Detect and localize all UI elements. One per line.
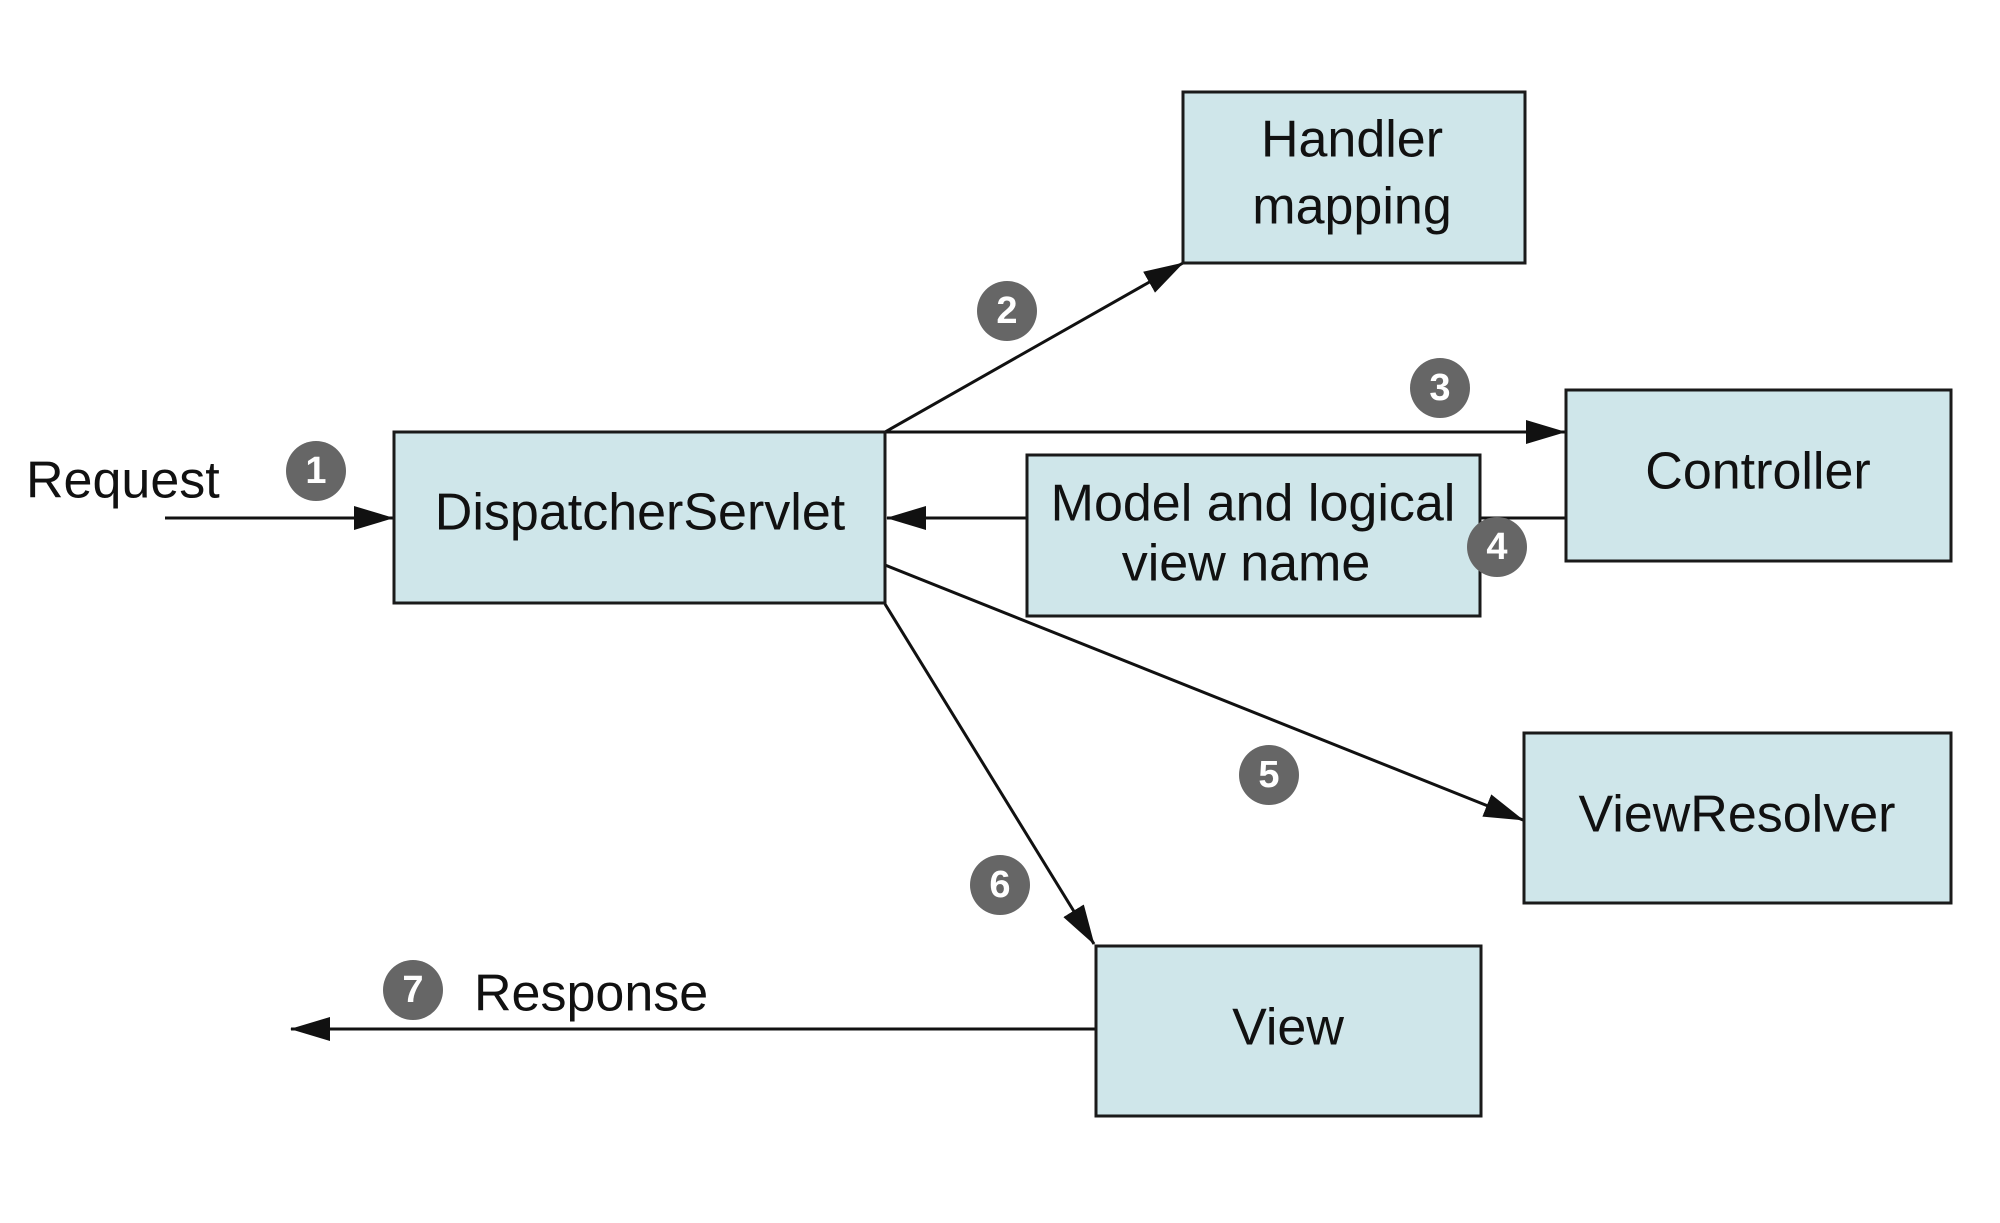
svg-text:3: 3 bbox=[1429, 367, 1450, 409]
view-label: View bbox=[1232, 999, 1344, 1057]
step-1-badge: 1 bbox=[286, 441, 346, 501]
step-2-badge: 2 bbox=[977, 281, 1037, 341]
handler-mapping-line1: Handler bbox=[1261, 111, 1443, 169]
model-view-line2: view name bbox=[1122, 535, 1371, 593]
handler-mapping-box: Handler mapping bbox=[1181, 90, 1527, 265]
view-box: View bbox=[1094, 944, 1483, 1118]
step-4-badge: 4 bbox=[1467, 517, 1527, 577]
view-resolver-arrow bbox=[884, 563, 1524, 822]
step-6-badge: 6 bbox=[970, 855, 1030, 915]
dispatcher-servlet-label: DispatcherServlet bbox=[435, 484, 846, 542]
step-3-badge: 3 bbox=[1410, 358, 1470, 418]
response-label: Response bbox=[474, 965, 708, 1023]
svg-text:2: 2 bbox=[996, 290, 1017, 332]
model-view-line1: Model and logical bbox=[1051, 475, 1456, 533]
svg-text:1: 1 bbox=[305, 450, 326, 492]
model-and-view-name-box: Model and logical view name bbox=[1025, 453, 1482, 618]
request-label: Request bbox=[26, 452, 220, 510]
handler-mapping-line2: mapping bbox=[1252, 178, 1451, 236]
view-arrow bbox=[883, 603, 1096, 945]
svg-text:4: 4 bbox=[1486, 526, 1507, 568]
view-resolver-label: ViewResolver bbox=[1579, 786, 1896, 844]
svg-text:7: 7 bbox=[402, 969, 423, 1011]
controller-label: Controller bbox=[1645, 443, 1870, 501]
dispatcher-servlet-box: DispatcherServlet bbox=[392, 430, 887, 605]
svg-text:6: 6 bbox=[989, 864, 1010, 906]
handler-mapping-arrow bbox=[884, 261, 1184, 434]
view-resolver-box: ViewResolver bbox=[1522, 731, 1953, 905]
controller-box: Controller bbox=[1564, 388, 1953, 563]
step-7-badge: 7 bbox=[383, 960, 443, 1020]
svg-text:5: 5 bbox=[1258, 754, 1279, 796]
step-5-badge: 5 bbox=[1239, 745, 1299, 805]
